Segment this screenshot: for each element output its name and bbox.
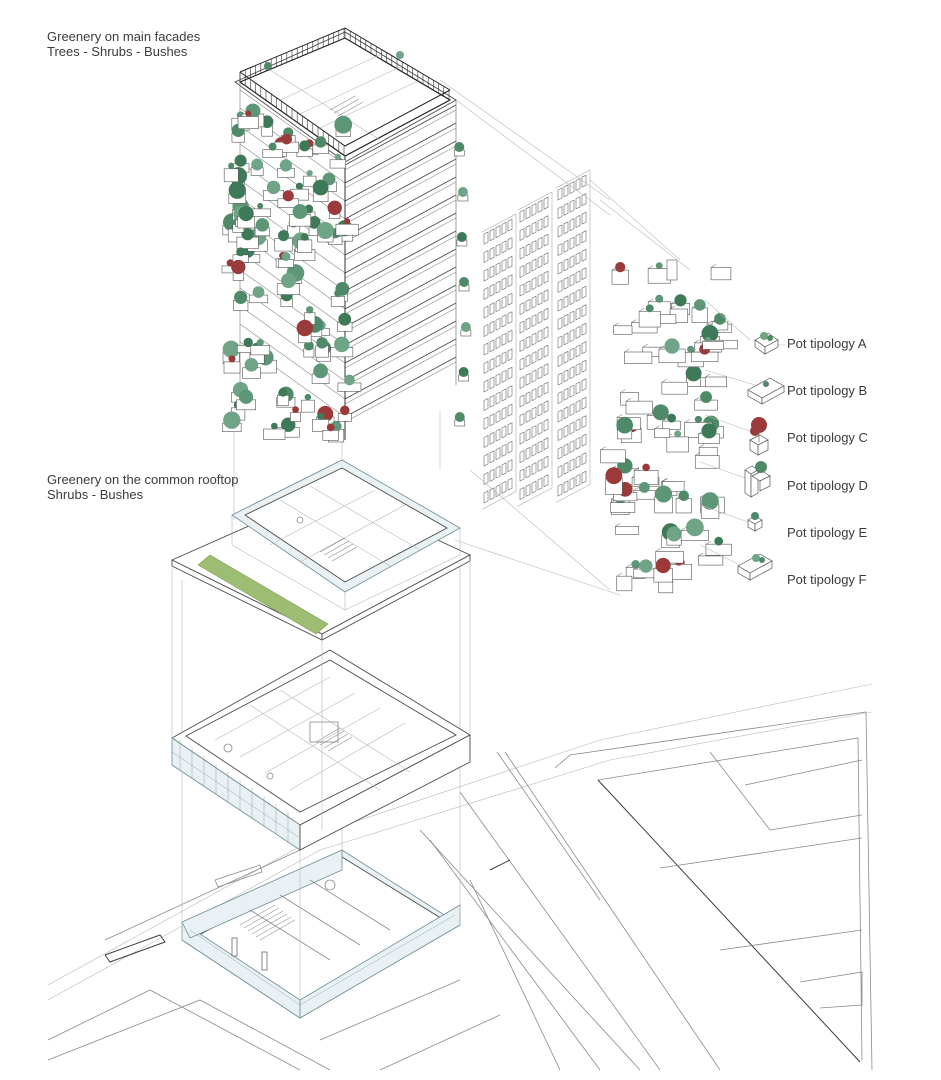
pot-type-label-c: Pot tipology C bbox=[787, 430, 868, 445]
pot-b-icon bbox=[747, 377, 785, 405]
pot-type-icons bbox=[737, 332, 785, 581]
pot-type-label-f: Pot tipology F bbox=[787, 572, 867, 587]
pot-f-icon bbox=[737, 553, 773, 581]
pot-d-icon bbox=[744, 461, 771, 498]
rooftop-greenery-subtitle: Shrubs - Bushes bbox=[47, 487, 144, 502]
site-plan bbox=[47, 683, 873, 1071]
ground-floor-level bbox=[181, 849, 461, 1019]
residential-tower bbox=[221, 27, 472, 443]
rooftop-greenery-title: Greenery on the common rooftop bbox=[47, 472, 239, 487]
pot-type-label-a: Pot tipology A bbox=[787, 336, 867, 351]
exploded-pot-cluster bbox=[600, 259, 738, 594]
pot-a-icon bbox=[754, 332, 779, 355]
pot-type-label-b: Pot tipology B bbox=[787, 383, 868, 398]
pot-leader-lines bbox=[439, 79, 787, 596]
common-rooftop bbox=[170, 459, 472, 830]
podium-office-block bbox=[171, 649, 471, 851]
facades-greenery-title: Greenery on main facades bbox=[47, 29, 201, 44]
pot-type-label-e: Pot tipology E bbox=[787, 525, 868, 540]
pot-e-icon bbox=[747, 512, 763, 532]
rooftop-lawn bbox=[197, 554, 329, 635]
exploded-facade-panels bbox=[481, 169, 591, 510]
pot-c-icon bbox=[749, 417, 769, 456]
pot-type-label-d: Pot tipology D bbox=[787, 478, 868, 493]
facades-greenery-subtitle: Trees - Shrubs - Bushes bbox=[47, 44, 188, 59]
